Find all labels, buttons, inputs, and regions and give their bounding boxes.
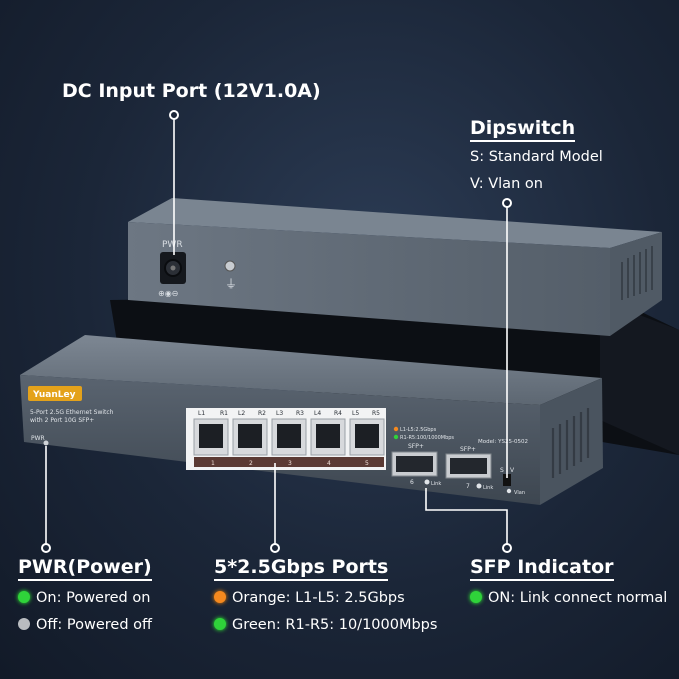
rear-pwr-label: PWR [162, 240, 183, 250]
ports-orange-line: Orange: L1-L5: 2.5Gbps [214, 590, 405, 606]
sfp-number: 6 [410, 479, 414, 486]
front-pwr-label: PWR [31, 435, 45, 442]
ports-title: 5*2.5Gbps Ports [214, 556, 389, 581]
brand-text: YuanLey [32, 390, 76, 400]
rj45-ports [193, 418, 385, 456]
polarity-symbol: ⊕◉⊖ [158, 289, 178, 298]
sfp-title: SFP Indicator [470, 556, 614, 581]
port-number: 2 [249, 460, 253, 467]
dip-s-label: S [500, 467, 504, 474]
port-labels: L1 R1 L2 R2 L3 R3 L4 R4 L5 R5 [198, 410, 380, 417]
pwr-on-text: On: Powered on [36, 590, 151, 606]
device-desc-1: 5-Port 2.5G Ethernet Switch [30, 409, 114, 416]
brand-logo [28, 386, 82, 401]
port-label: R2 [258, 410, 266, 417]
ports-title-text: 5*2.5Gbps Ports [214, 556, 389, 581]
port-numbers: 1 2 3 4 5 [211, 460, 369, 467]
green-led-icon [470, 591, 482, 603]
green-led-icon [214, 618, 226, 630]
port-label: R4 [334, 410, 342, 417]
ports-orange-text: Orange: L1-L5: 2.5Gbps [232, 590, 405, 606]
model-label: Model: YS25-0502 [478, 439, 528, 445]
dipswitch-title-text: Dipswitch [470, 117, 576, 142]
pwr-title-text: PWR(Power) [18, 556, 152, 581]
port-number: 3 [288, 460, 292, 467]
front-switch-top [20, 335, 602, 405]
pwr-led [43, 440, 49, 446]
pwr-on-line: On: Powered on [18, 590, 150, 606]
legend-2: R1-R5:100/1000Mbps [400, 435, 454, 441]
sfp-label: SFP+ [408, 443, 424, 450]
port-number: 4 [327, 460, 331, 467]
link-label: Link [483, 485, 493, 491]
dipswitch-line-1: S: Standard Model [470, 149, 603, 165]
vlan-led [506, 488, 512, 494]
pwr-off-line: Off: Powered off [18, 617, 152, 633]
sfp-number: 7 [466, 483, 470, 490]
callout-dots [41, 110, 512, 553]
rear-vent [621, 246, 653, 300]
ground-screw [224, 260, 236, 272]
port-label: L5 [352, 410, 359, 417]
legend-1: L1-L5:2.5Gbps [400, 427, 437, 433]
port-label: R3 [296, 410, 304, 417]
port-label: L4 [314, 410, 321, 417]
orange-legend-led [393, 426, 399, 432]
port-number: 5 [365, 460, 369, 467]
ports-green-line: Green: R1-R5: 10/1000Mbps [214, 617, 437, 633]
port-number: 1 [211, 460, 215, 467]
port-label: R5 [372, 410, 380, 417]
port-number-strip [194, 457, 384, 467]
sfp-link-led [476, 483, 482, 489]
sfp-link-led [424, 479, 430, 485]
port-label: L1 [198, 410, 205, 417]
rear-switch-top [128, 198, 662, 248]
rear-switch-side [610, 232, 662, 336]
black-base-side [600, 300, 679, 455]
orange-led-icon [214, 591, 226, 603]
rear-switch-back [128, 222, 610, 336]
grey-led-icon [18, 618, 30, 630]
device-desc-2: with 2 Port 10G SFP+ [30, 417, 94, 424]
sfp-on-line: ON: Link connect normal [470, 590, 667, 606]
pwr-off-text: Off: Powered off [36, 617, 153, 633]
front-vent [551, 408, 590, 478]
sfp-label: SFP+ [460, 446, 476, 453]
ground-icon: ⏚ [225, 277, 237, 291]
dipswitch-title: Dipswitch [470, 117, 576, 142]
dipswitch [503, 474, 511, 486]
port-label: L3 [276, 410, 283, 417]
port-label: R1 [220, 410, 228, 417]
pwr-title: PWR(Power) [18, 556, 152, 581]
callout-lines [45, 117, 508, 548]
sfp-title-text: SFP Indicator [470, 556, 614, 581]
dipswitch-line-2: V: Vlan on [470, 176, 543, 192]
green-legend-led [393, 434, 399, 440]
dip-v-label: V [510, 467, 515, 474]
link-label: Link [431, 481, 441, 487]
sfp-on-text: ON: Link connect normal [488, 590, 668, 606]
port-label: L2 [238, 410, 245, 417]
vlan-label: Vlan [514, 490, 525, 496]
ports-green-text: Green: R1-R5: 10/1000Mbps [232, 617, 438, 633]
dc-input-title: DC Input Port (12V1.0A) [62, 80, 321, 102]
green-led-icon [18, 591, 30, 603]
